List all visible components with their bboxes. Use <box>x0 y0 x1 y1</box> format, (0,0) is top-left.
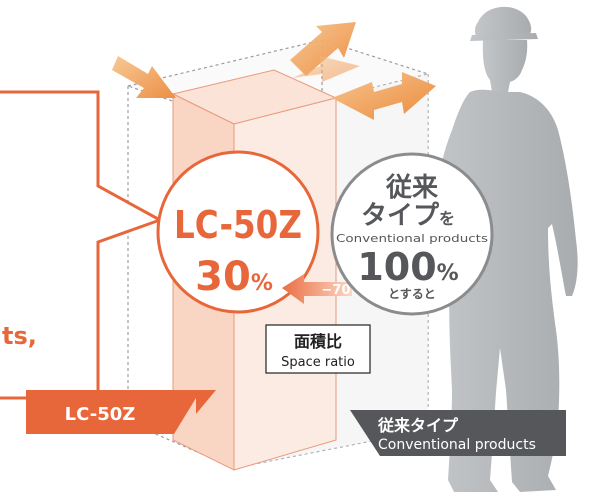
conventional-tag-jp: 従来タイプ <box>377 416 459 435</box>
conventional-circle-particle: を <box>439 209 455 228</box>
lc50z-circle-percent-number: 30 <box>195 254 251 300</box>
lc50z-tag-label: LC-50Z <box>65 404 136 425</box>
svg-text:100%: 100% <box>357 245 458 289</box>
lc50z-circle-percent-sign: % <box>251 271 273 296</box>
callout-text: ts, <box>2 322 37 350</box>
reduction-arrow: −70 <box>282 274 352 304</box>
space-ratio-box: 面積比 Space ratio <box>265 324 371 374</box>
callout-box: ts, <box>0 90 164 400</box>
conventional-circle-english: Conventional products <box>336 232 488 245</box>
space-ratio-en: Space ratio <box>281 355 355 370</box>
space-ratio-jp: 面積比 <box>294 332 342 351</box>
lc50z-tag: LC-50Z <box>26 390 216 434</box>
conventional-tag: 従来タイプ Conventional products <box>350 410 566 456</box>
conventional-circle-suffix: とすると <box>388 287 436 301</box>
dimension-arrows <box>112 22 436 120</box>
conventional-circle-line1: 従来 <box>385 173 439 203</box>
lc50z-circle: LC-50Z 30% <box>156 150 320 314</box>
svg-text:タイプを: タイプを <box>361 201 455 231</box>
conventional-circle-percent-sign: % <box>437 261 459 286</box>
conventional-circle-percent-number: 100 <box>357 245 436 289</box>
conventional-circle: 従来 タイプを Conventional products 100% とすると <box>330 152 494 316</box>
conventional-tag-en: Conventional products <box>378 437 536 453</box>
lc50z-circle-model: LC-50Z <box>174 203 302 247</box>
conventional-circle-line2: タイプ <box>361 201 440 231</box>
reduction-label: −70 <box>322 283 351 298</box>
svg-text:30%: 30% <box>195 254 273 300</box>
